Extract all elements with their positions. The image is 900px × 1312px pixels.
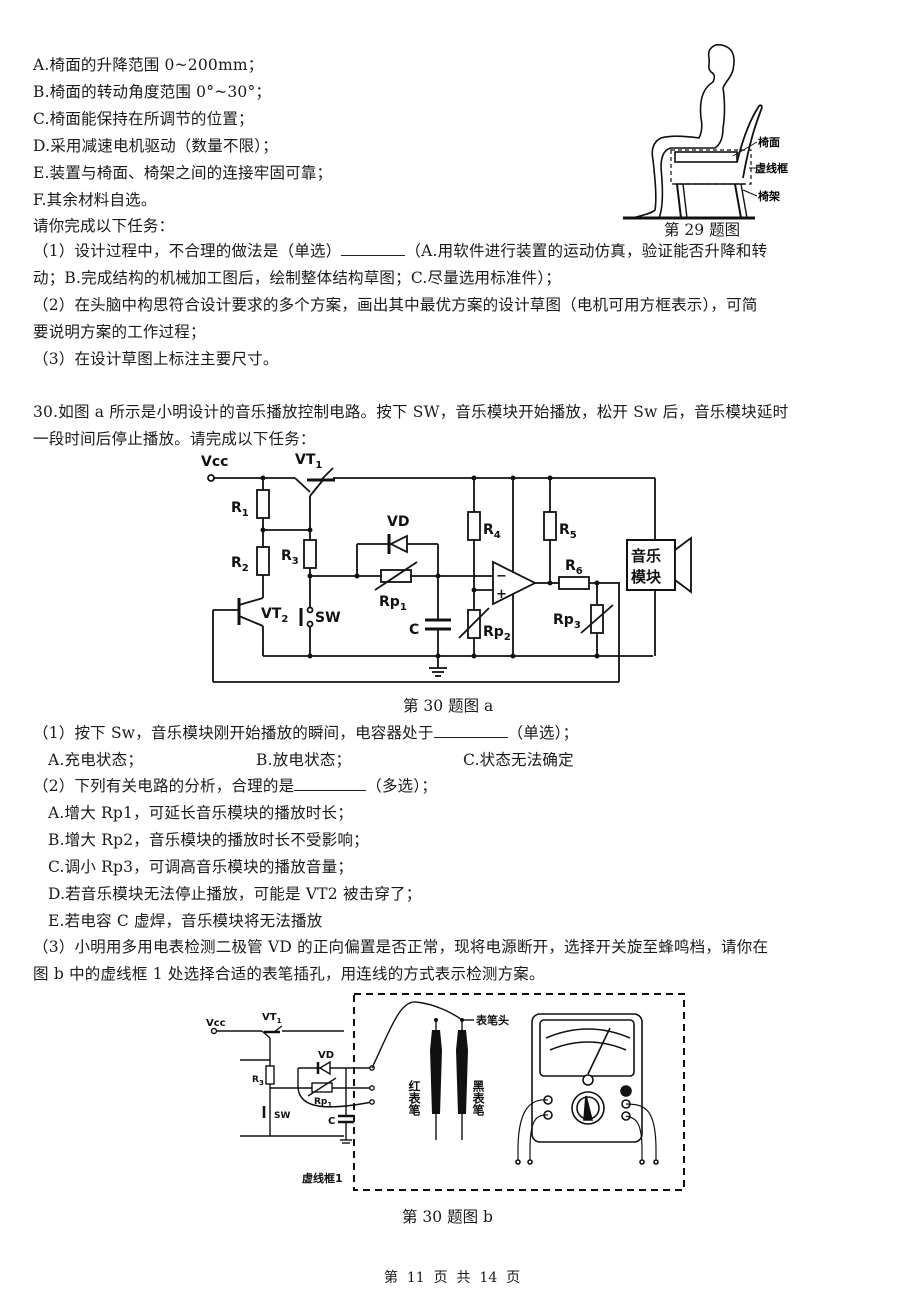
figure-29-caption: 第 29 题图: [664, 221, 741, 239]
chair-backrest: [736, 104, 763, 179]
dashed-frame: [353, 993, 685, 1191]
q30-sub2-option-c: C.调小 Rp3，可调高音乐模块的播放音量；: [48, 858, 354, 876]
q29-requirement-d: D.采用减速电机驱动（数量不限）；: [33, 137, 278, 155]
label-rp2: Rp2: [483, 624, 511, 643]
label-dashed-box: 虚线框: [755, 161, 788, 175]
figure-30b-multimeter-test: Vcc VT1 R3 VD Rp1 SW C 表笔头 红表笔 黑表笔 虚线框1: [206, 993, 685, 1191]
q29-task-3: （3）在设计草图上标注主要尺寸。: [33, 350, 279, 368]
label-opamp-plus: +: [496, 587, 507, 602]
q30-sub1-answer-blank[interactable]: [433, 723, 508, 738]
q29-requirement-b: B.椅面的转动角度范围 0°~30°；: [33, 83, 272, 101]
label-vd: VD: [387, 514, 409, 530]
label-r5: R5: [559, 522, 577, 541]
multimeter: [515, 1013, 659, 1165]
q29-task-1-line2: 动；B.完成结构的机械加工图后，绘制整体结构草图；C.尽量选用标准件）；: [33, 269, 562, 287]
label-r6: R6: [565, 558, 583, 577]
black-probe: [456, 1030, 468, 1114]
label-frame: 椅架: [758, 189, 780, 203]
q29-requirement-a: A.椅面的升降范围 0~200mm；: [33, 56, 264, 74]
q30-sub2-question: （2）下列有关电路的分析，合理的是 （多选）；: [33, 775, 437, 797]
label-r2: R2: [231, 555, 249, 574]
q30-sub1-option-b: B.放电状态；: [256, 751, 352, 769]
q30-sub1-option-c: C.状态无法确定: [463, 751, 574, 769]
q29-task-1-answer-blank[interactable]: [341, 241, 406, 256]
q29-task-1-prefix: （1）设计过程中，不合理的做法是（单选）: [33, 242, 342, 260]
q30-sub2-option-a: A.增大 Rp1，可延长音乐模块的播放时长；: [48, 804, 353, 822]
label-vt1: VT1: [295, 452, 322, 471]
q30-sub2-prefix: （2）下列有关电路的分析，合理的是: [33, 777, 295, 795]
label-opamp-minus: −: [496, 569, 507, 584]
label-dashed-box-1: 虚线框1: [302, 1171, 343, 1185]
label-rp3: Rp3: [553, 612, 581, 631]
label-music-module-2: 模块: [631, 568, 662, 586]
label-b-r3: R3: [252, 1075, 264, 1087]
label-seat: 椅面: [758, 135, 780, 149]
label-probe-tip: 表笔头: [475, 1013, 509, 1027]
label-b-sw: SW: [274, 1111, 290, 1121]
q30-sub1-option-a: A.充电状态；: [48, 751, 144, 769]
label-r4: R4: [483, 522, 501, 541]
label-c: C: [409, 622, 419, 638]
label-b-vcc: Vcc: [206, 1018, 226, 1029]
label-sw: SW: [315, 610, 341, 626]
label-vcc: Vcc: [201, 454, 228, 470]
q29-task-2-line2: 要说明方案的工作过程；: [33, 323, 206, 341]
q30-sub2-option-b: B.增大 Rp2，音乐模块的播放时长不受影响；: [48, 831, 369, 849]
q30-sub2-option-e: E.若电容 C 虚焊，音乐模块将无法播放: [48, 912, 323, 930]
junction-dots: [260, 475, 600, 659]
label-red-probe: 红表笔: [407, 1079, 421, 1117]
q29-task-1-line1: （1）设计过程中，不合理的做法是（单选） （A.用软件进行装置的运动仿真，验证能否…: [33, 240, 767, 262]
label-b-rp1: Rp1: [314, 1097, 332, 1109]
figure-29-chair: 椅面 虚线框 椅架: [623, 43, 788, 220]
label-black-probe: 黑表笔: [471, 1080, 485, 1117]
label-b-vt1: VT1: [262, 1012, 282, 1025]
q30-sub2-option-d: D.若音乐模块无法停止播放，可能是 VT2 被击穿了；: [48, 885, 422, 903]
label-r1: R1: [231, 500, 249, 519]
label-vt2: VT2: [261, 606, 288, 625]
red-probe: [430, 1030, 442, 1114]
figure-30a-circuit: Vcc VT1 R1 R2 R3 VT2 SW VD Rp1 C R4 Rp2 …: [201, 452, 692, 683]
q30-sub1-suffix: （单选）；: [507, 724, 579, 742]
figure-30b-caption: 第 30 题图 b: [402, 1208, 493, 1226]
q30-sub2-suffix: （多选）；: [366, 777, 438, 795]
q30-sub1-prefix: （1）按下 Sw，音乐模块刚开始播放的瞬间，电容器处于: [33, 724, 434, 742]
q29-task-2-line1: （2）在头脑中构思符合设计要求的多个方案，画出其中最优方案的设计草图（电机可用方…: [33, 296, 758, 314]
q30-intro-line2: 一段时间后停止播放。请完成以下任务：: [33, 430, 316, 448]
q30-sub2-answer-blank[interactable]: [294, 776, 367, 791]
label-rp1: Rp1: [379, 594, 407, 613]
q29-task-1-suffix: （A.用软件进行装置的运动仿真，验证能否升降和转: [405, 242, 768, 260]
q29-task-intro: 请你完成以下任务：: [33, 217, 175, 235]
label-b-c: C: [328, 1116, 335, 1127]
seat-cushion: [674, 151, 738, 163]
label-r3: R3: [281, 548, 299, 567]
q30-sub3-line2: 图 b 中的虚线框 1 处选择合适的表笔插孔，用连线的方式表示检测方案。: [33, 965, 545, 983]
page-footer: 第 11 页 共 14 页: [384, 1270, 521, 1286]
q29-requirement-c: C.椅面能保持在所调节的位置；: [33, 110, 254, 128]
label-music-module-1: 音乐: [631, 547, 661, 565]
q30-sub1-question: （1）按下 Sw，音乐模块刚开始播放的瞬间，电容器处于 （单选）；: [33, 722, 578, 744]
label-b-vd: VD: [318, 1050, 334, 1061]
q29-requirement-e: E.装置与椅面、椅架之间的连接牢固可靠；: [33, 164, 333, 182]
q30-intro-line1: 30.如图 a 所示是小明设计的音乐播放控制电路。按下 SW，音乐模块开始播放，…: [33, 403, 789, 421]
person-outline: [632, 43, 735, 219]
q29-requirement-f: F.其余材料自选。: [33, 191, 157, 209]
figure-30a-caption: 第 30 题图 a: [403, 697, 494, 715]
q30-sub3-line1: （3）小明用多用电表检测二极管 VD 的正向偏置是否正常，现将电源断开，选择开关…: [33, 938, 769, 956]
